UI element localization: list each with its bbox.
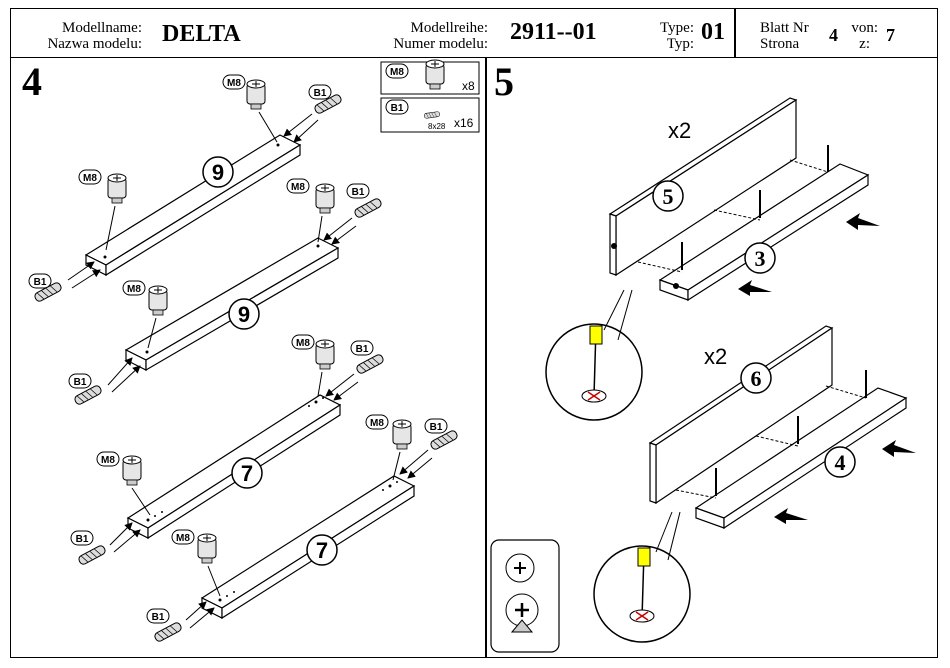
b1-tag-3: B1 bbox=[352, 187, 365, 198]
step-divider bbox=[485, 58, 487, 658]
screwdrivers-bottom bbox=[715, 370, 867, 496]
panel-label-4: 4 bbox=[835, 450, 846, 475]
detail-screw-bottom bbox=[593, 511, 691, 643]
push-arrows-top bbox=[738, 213, 880, 296]
m8-tag-8: M8 bbox=[176, 533, 190, 544]
b1-tag-6: B1 bbox=[76, 534, 89, 545]
m8-tag-2: M8 bbox=[83, 173, 97, 184]
tool-hint-box bbox=[490, 539, 560, 653]
multiplier-bottom: x2 bbox=[704, 344, 727, 369]
b1-tag-8: B1 bbox=[152, 612, 165, 623]
m8-tag-5: M8 bbox=[296, 338, 310, 349]
legend-m8-code: M8 bbox=[390, 67, 404, 78]
legend-m8-qty: x8 bbox=[462, 79, 475, 93]
detail-screw-top bbox=[545, 289, 643, 421]
model-name-label-de: Modellname: bbox=[62, 20, 142, 36]
title-block bbox=[10, 8, 938, 58]
of-label-pl: z: bbox=[859, 36, 870, 52]
legend-b1-code: B1 bbox=[391, 103, 404, 114]
m8-tag-3: M8 bbox=[291, 182, 305, 193]
step-5-number: 5 bbox=[494, 59, 514, 104]
header-divider bbox=[734, 8, 736, 58]
panel-label-9-second: 9 bbox=[238, 302, 250, 327]
rail-4-side bbox=[723, 396, 907, 530]
model-name-label-pl: Nazwa modelu: bbox=[47, 36, 142, 52]
sheet-value: 4 bbox=[829, 25, 838, 45]
legend-b1-qty: x16 bbox=[454, 116, 474, 130]
step-4-number: 4 bbox=[22, 59, 42, 104]
screwdrivers-top bbox=[681, 145, 829, 270]
of-value: 7 bbox=[886, 25, 895, 45]
series-label-de: Modellreihe: bbox=[410, 20, 488, 36]
panel-label-3: 3 bbox=[755, 246, 766, 271]
panel-label-6: 6 bbox=[751, 366, 762, 391]
type-label-de: Type: bbox=[660, 20, 694, 36]
m8-tag-1: M8 bbox=[227, 78, 241, 89]
panel-label-7-first: 7 bbox=[241, 461, 253, 486]
side-panel-6-edge bbox=[649, 442, 657, 504]
rail-3-side bbox=[687, 173, 869, 302]
b1-tag-1: B1 bbox=[314, 88, 327, 99]
m8-tag-6: M8 bbox=[101, 455, 115, 466]
b1-tag-2: B1 bbox=[34, 277, 47, 288]
parts-legend: M8 x8 B1 8x28 x16 bbox=[380, 59, 480, 133]
push-arrows-bottom bbox=[774, 440, 916, 524]
m8-tag-4: M8 bbox=[127, 284, 141, 295]
b1-tag-5: B1 bbox=[356, 344, 369, 355]
m8-tag-7: M8 bbox=[370, 418, 384, 429]
type-value: 01 bbox=[701, 19, 725, 45]
series-value: 2911--01 bbox=[510, 19, 597, 45]
page-frame bbox=[10, 8, 938, 658]
type-label-pl: Typ: bbox=[666, 36, 694, 52]
multiplier-top: x2 bbox=[668, 118, 691, 143]
panel-9-side bbox=[105, 143, 301, 277]
sheet-label-pl: Strona bbox=[760, 36, 800, 52]
b1-tag-7: B1 bbox=[430, 422, 443, 433]
panel-label-7-second: 7 bbox=[316, 538, 328, 563]
sheet-label-de: Blatt Nr bbox=[760, 20, 809, 36]
series-label-pl: Numer modelu: bbox=[393, 36, 488, 52]
m8-fittings bbox=[78, 74, 412, 597]
model-name: DELTA bbox=[162, 21, 241, 47]
b1-tag-4: B1 bbox=[74, 377, 87, 388]
panel-7b-top-face bbox=[200, 475, 416, 609]
panel-7-top-face bbox=[126, 394, 342, 529]
panel-label-9-first: 9 bbox=[212, 160, 224, 185]
b1-dowels bbox=[28, 84, 459, 644]
legend-b1-size: 8x28 bbox=[428, 122, 446, 131]
panel-label-5: 5 bbox=[663, 184, 674, 209]
of-label-de: von: bbox=[851, 20, 878, 36]
